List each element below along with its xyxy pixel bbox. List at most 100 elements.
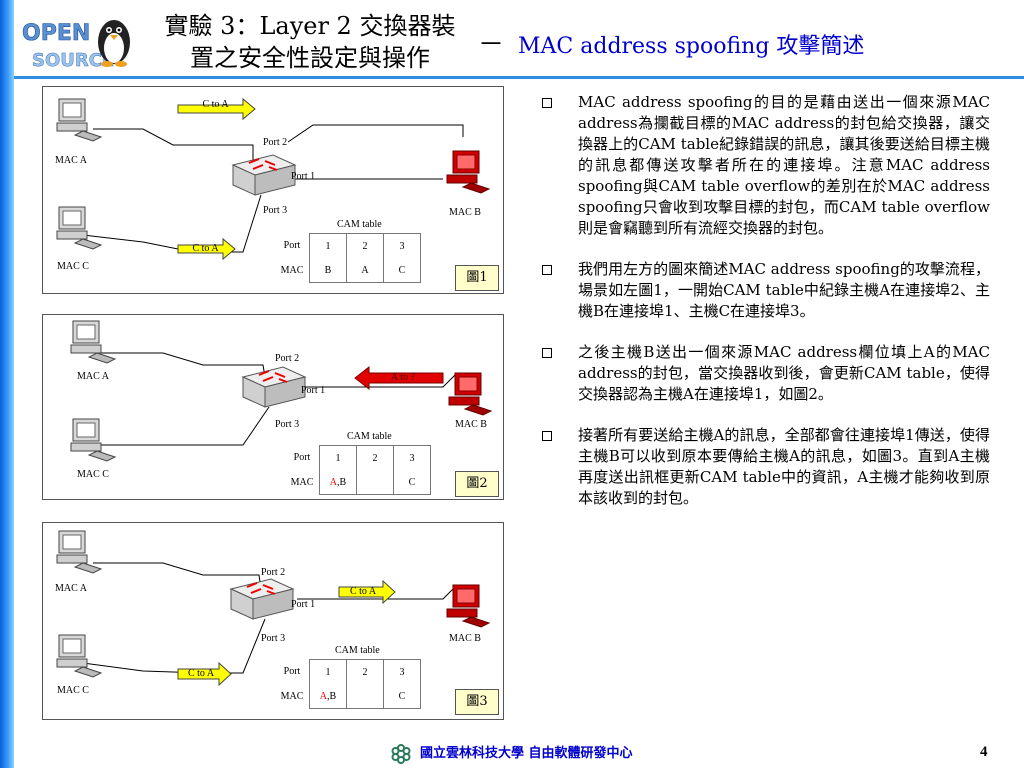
cam-port-label: Port xyxy=(285,446,320,471)
bullet-item: 接著所有要送給主機A的訊息，全部都會往連接埠1傳送，使得主機B可以收到原本要傳給… xyxy=(540,425,990,509)
bullet-item: 我們用左方的圖來簡述MAC address spoofing的攻擊流程，場景如左… xyxy=(540,259,990,322)
switch-icon xyxy=(233,155,295,195)
slide-subtitle: MAC address spoofing 攻擊簡述 xyxy=(518,28,864,60)
snowflake-logo-icon xyxy=(391,744,411,764)
cam-table: Port 1 2 3 MAC A,B C xyxy=(275,659,421,709)
bullet-list: MAC address spoofing的目的是藉由送出一個來源MAC addr… xyxy=(540,92,990,529)
cam-cell xyxy=(357,470,394,495)
figure-2: A to ? MAC A MAC C MAC B Port 2 Port 1 P… xyxy=(42,314,504,500)
cam-cell: 3 xyxy=(384,660,421,685)
title-line-2: 置之安全性設定與操作 xyxy=(150,42,470,74)
arrow-label-mid: A to ? xyxy=(373,372,433,383)
cam-cell: A,B xyxy=(320,470,357,495)
cam-cell: 2 xyxy=(357,446,394,471)
cam-row-port: Port 1 2 3 xyxy=(285,446,431,471)
port-3-label: Port 3 xyxy=(261,633,285,644)
figure-1: C to A C to A MAC A MAC C MAC B Port 2 P… xyxy=(42,86,504,294)
mac-b-label: MAC B xyxy=(455,419,487,430)
cam-cell: A xyxy=(347,258,384,283)
cam-cell: C xyxy=(394,470,431,495)
square-bullet-icon xyxy=(542,265,552,275)
square-bullet-icon xyxy=(542,98,552,108)
cam-mac-label: MAC xyxy=(285,470,320,495)
mac-c-label: MAC C xyxy=(57,685,89,696)
port-3-label: Port 3 xyxy=(275,419,299,430)
port-1-label: Port 1 xyxy=(291,171,315,182)
cam-cell: 1 xyxy=(320,446,357,471)
computer-b-attacker-icon xyxy=(447,585,489,627)
arrow-label-bottom: C to A xyxy=(181,668,221,679)
slide-title: 實驗 3：Layer 2 交換器裝 置之安全性設定與操作 xyxy=(150,10,470,74)
cam-mac-label: MAC xyxy=(275,258,310,283)
bullet-text: 我們用左方的圖來簡述MAC address spoofing的攻擊流程，場景如左… xyxy=(578,260,990,320)
cam-mac-a-red: A xyxy=(330,477,337,488)
cam-cell: B xyxy=(310,258,347,283)
computer-a-icon xyxy=(71,321,115,363)
arrow-label-mid: C to A xyxy=(341,586,385,597)
cam-cell: 1 xyxy=(310,660,347,685)
cam-cell: 3 xyxy=(384,234,421,259)
port-2-label: Port 2 xyxy=(263,137,287,148)
cam-mac-a-red: A xyxy=(320,691,327,702)
cam-cell: 1 xyxy=(310,234,347,259)
cam-table-title: CAM table xyxy=(337,219,382,230)
computer-c-icon xyxy=(57,635,101,677)
arrow-label-bottom: C to A xyxy=(183,243,228,254)
figure-label: 圖2 xyxy=(455,471,499,497)
svg-text:OPEN: OPEN xyxy=(22,21,90,46)
computer-b-attacker-icon xyxy=(449,373,491,415)
cam-table: Port 1 2 3 MAC A,B C xyxy=(285,445,431,495)
mac-c-label: MAC C xyxy=(57,261,89,272)
port-1-label: Port 1 xyxy=(301,385,325,396)
computer-a-icon xyxy=(57,531,101,573)
cam-cell xyxy=(347,684,384,709)
bullet-text: 接著所有要送給主機A的訊息，全部都會往連接埠1傳送，使得主機B可以收到原本要傳給… xyxy=(578,426,990,507)
figure-3-diagram xyxy=(43,523,503,719)
cam-cell: 2 xyxy=(347,660,384,685)
open-source-logo: OPEN SOURCE xyxy=(18,4,138,74)
cam-mac-label: MAC xyxy=(275,684,310,709)
figure-1-diagram xyxy=(43,87,503,293)
cam-cell: A,B xyxy=(310,684,347,709)
cam-mac-b: ,B xyxy=(327,691,336,702)
square-bullet-icon xyxy=(542,348,552,358)
cam-row-mac: MAC A,B C xyxy=(275,684,421,709)
cam-table-title: CAM table xyxy=(347,431,392,442)
mac-c-label: MAC C xyxy=(77,469,109,480)
bullet-item: 之後主機B送出一個來源MAC address欄位填上A的MAC address的… xyxy=(540,342,990,405)
port-2-label: Port 2 xyxy=(261,567,285,578)
cam-cell: C xyxy=(384,684,421,709)
bullet-text: 之後主機B送出一個來源MAC address欄位填上A的MAC address的… xyxy=(578,343,990,403)
mac-b-label: MAC B xyxy=(449,207,481,218)
mac-a-label: MAC A xyxy=(77,371,109,382)
figure-label: 圖1 xyxy=(455,265,499,291)
computer-a-icon xyxy=(57,99,101,141)
square-bullet-icon xyxy=(542,431,552,441)
arrow-label-top: C to A xyxy=(188,99,243,110)
cam-table: Port 1 2 3 MAC B A C xyxy=(275,233,421,283)
computer-c-icon xyxy=(57,207,101,249)
mac-a-label: MAC A xyxy=(55,583,87,594)
computer-b-attacker-icon xyxy=(447,151,489,193)
title-line-1: 實驗 3：Layer 2 交換器裝 xyxy=(150,10,470,42)
figure-2-diagram xyxy=(43,315,503,499)
switch-icon xyxy=(231,579,293,619)
port-3-label: Port 3 xyxy=(263,205,287,216)
footer-text: 國立雲林科技大學 自由軟體研發中心 xyxy=(420,746,633,761)
bullet-text: MAC address spoofing的目的是藉由送出一個來源MAC addr… xyxy=(578,93,990,237)
cam-row-port: Port 1 2 3 xyxy=(275,660,421,685)
left-accent-bar xyxy=(0,0,14,768)
cam-port-label: Port xyxy=(275,234,310,259)
port-2-label: Port 2 xyxy=(275,353,299,364)
title-dash: － xyxy=(478,24,504,61)
cam-port-label: Port xyxy=(275,660,310,685)
cam-table-title: CAM table xyxy=(335,645,380,656)
figure-3: C to A C to A MAC A MAC C MAC B Port 2 P… xyxy=(42,522,504,720)
mac-a-label: MAC A xyxy=(55,155,87,166)
cam-cell: 2 xyxy=(347,234,384,259)
bullet-item: MAC address spoofing的目的是藉由送出一個來源MAC addr… xyxy=(540,92,990,239)
title-rule xyxy=(14,76,1024,79)
figure-label: 圖3 xyxy=(455,689,499,715)
cam-row-port: Port 1 2 3 xyxy=(275,234,421,259)
cam-mac-b: ,B xyxy=(337,477,346,488)
